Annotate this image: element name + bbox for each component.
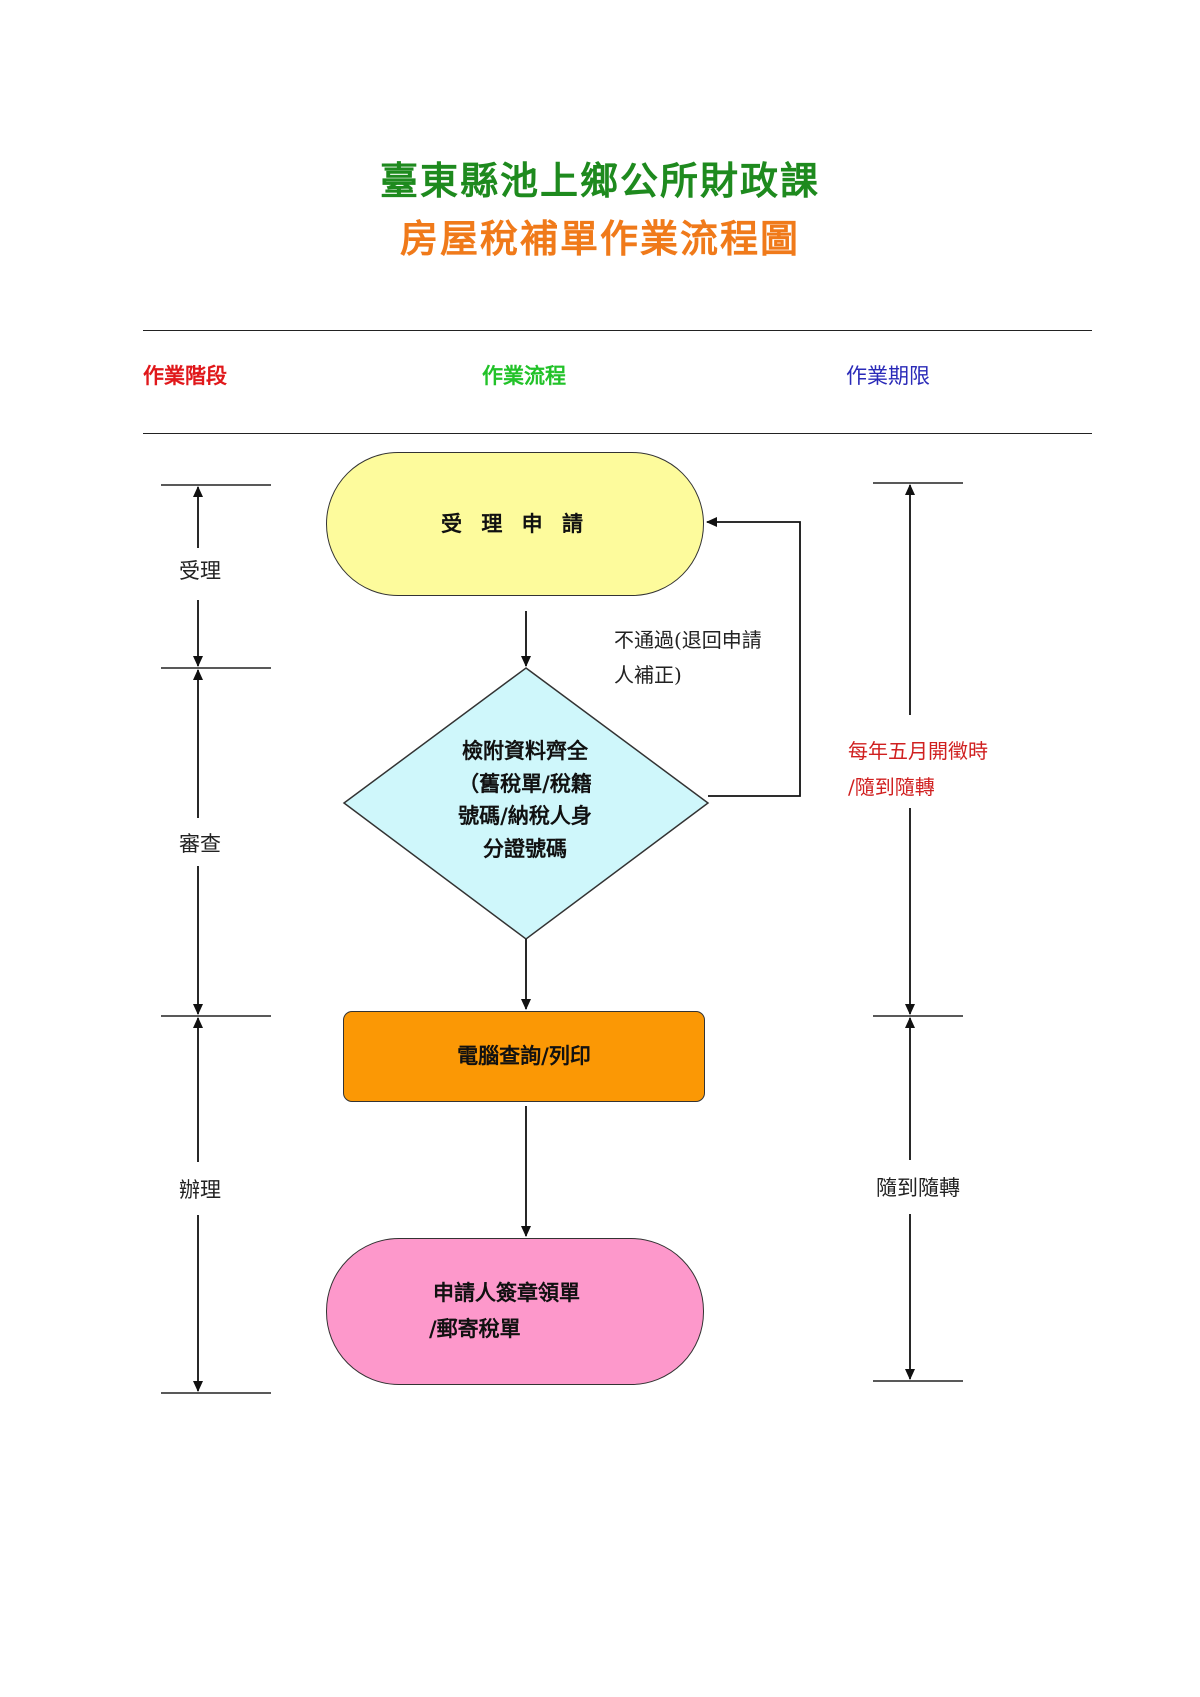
start-node-label: 受 理 申 請 (441, 510, 589, 536)
column-header-flow: 作業流程 (482, 363, 566, 388)
decision-label: 檢附資料齊全 （舊稅單/稅籍 號碼/納稅人身 分證號碼 (420, 735, 630, 865)
reject-label-line1: 不通過(退回申請 (614, 628, 762, 652)
query-node-label: 電腦查詢/列印 (457, 1043, 591, 1069)
column-header-deadline: 作業期限 (846, 364, 930, 388)
end-node-label-line2: /郵寄稅單 (429, 1316, 521, 1341)
decision-label-line1: 檢附資料齊全 (462, 738, 588, 763)
page-subtitle: 房屋稅補單作業流程圖 (399, 216, 800, 261)
end-node: 申請人簽章領單 /郵寄稅單 (326, 1238, 704, 1385)
deadline-label-process: 隨到隨轉 (876, 1176, 960, 1200)
start-node: 受 理 申 請 (326, 452, 704, 596)
deadline-label-period: 每年五月開徵時 /隨到隨轉 (848, 733, 988, 805)
reject-loop-line (706, 517, 801, 797)
decision-label-line2: （舊稅單/稅籍 (458, 770, 592, 796)
deadline-period-line1: 每年五月開徵時 (848, 739, 988, 763)
decision-label-line3: 號碼/納稅人身 (458, 803, 592, 829)
header-top-rule (143, 330, 1092, 331)
stage-label-process: 辦理 (179, 1178, 221, 1202)
header-bottom-rule (143, 433, 1092, 434)
reject-label-line2: 人補正) (614, 663, 682, 687)
page-title: 臺東縣池上鄉公所財政課 (379, 158, 820, 203)
query-node: 電腦查詢/列印 (343, 1011, 705, 1102)
stage-label-review: 審查 (179, 832, 221, 856)
stage-label-accept: 受理 (179, 559, 221, 583)
decision-label-line4: 分證號碼 (483, 835, 567, 861)
reject-label: 不通過(退回申請 人補正) (614, 623, 762, 693)
deadline-period-line2: /隨到隨轉 (848, 775, 935, 799)
end-node-label-line1: 申請人簽章領單 (433, 1280, 580, 1305)
column-header-stage: 作業階段 (143, 363, 227, 388)
